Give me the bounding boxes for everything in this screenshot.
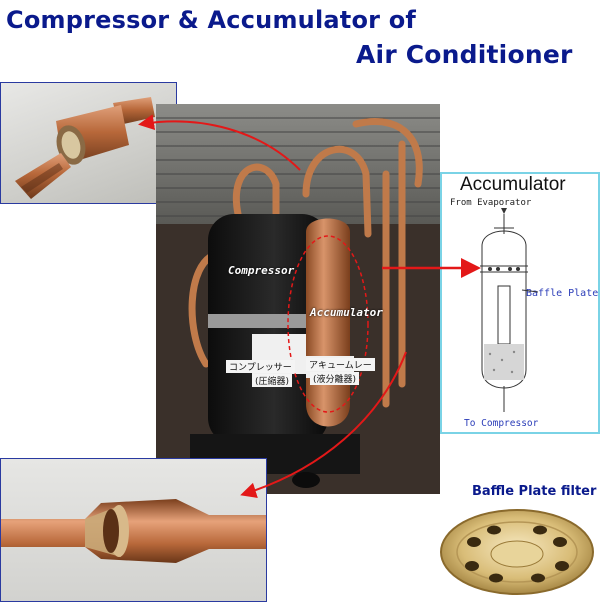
baffle-plate-label: Baffle Plate [526,288,599,299]
compressor-label: Compressor [228,264,295,277]
baffle-plate-filter-photo [434,502,600,598]
accumulator-diagram: Accumulator From Evaporator Baffle Plate… [440,172,600,434]
filter-caption: Baffle Plate filter [472,484,597,499]
title-line-1: Compressor & Accumulator of [6,6,417,34]
pipe-filter-photo [0,458,267,602]
compressor-accumulator-photo: Compressor Accumulator コンプレッサー (圧縮器) アキュ… [156,104,440,494]
from-evaporator-label: From Evaporator [450,198,532,208]
accumulator-jp-tag-sub: (液分離器) [310,372,360,385]
compressor-jp-tag: コンプレッサー [226,360,295,373]
compressor-jp-tag-sub: (圧縮器) [252,374,293,387]
pipe-cutaway-photo [0,82,177,204]
diagram-title: Accumulator [460,174,566,195]
accumulator-label: Accumulator [310,306,383,319]
to-compressor-label: To Compressor [464,418,539,429]
title-line-2: Air Conditioner [356,40,573,69]
accumulator-jp-tag: アキュームレー [306,358,375,371]
